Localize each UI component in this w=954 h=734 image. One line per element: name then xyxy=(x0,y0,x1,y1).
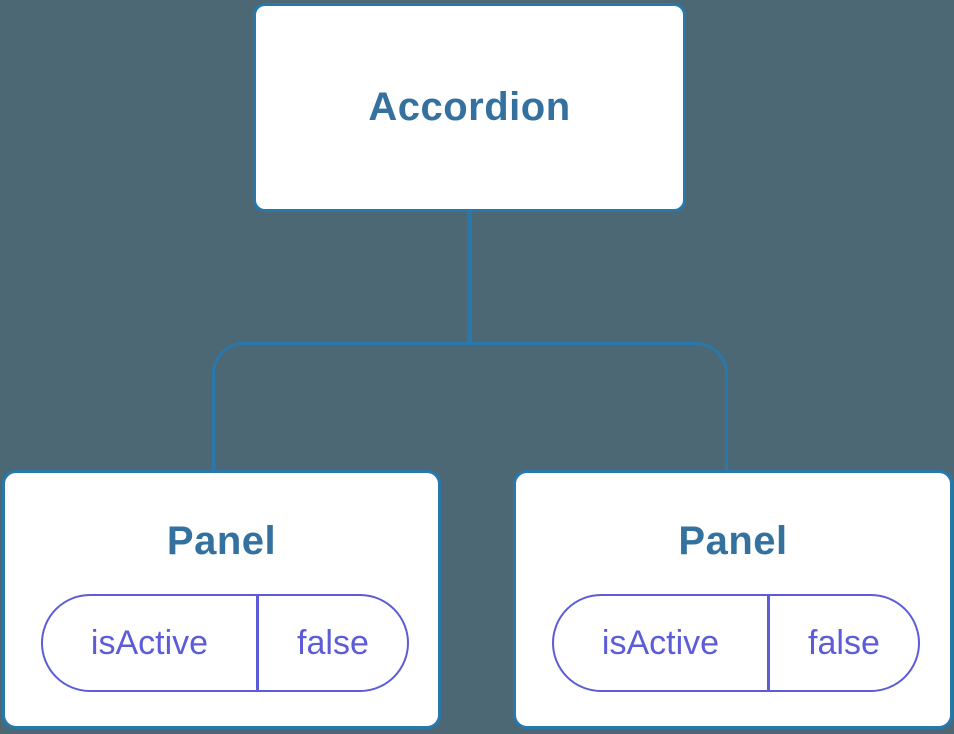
panel-node-title: Panel xyxy=(166,519,277,563)
panel-node-right: Panel isActive false xyxy=(513,470,953,729)
connector-bracket xyxy=(212,342,728,472)
accordion-node-title: Accordion xyxy=(368,85,571,129)
state-key: isActive xyxy=(43,596,259,690)
panel-node-left: Panel isActive false xyxy=(2,470,441,729)
state-value: false xyxy=(808,623,880,662)
state-value: false xyxy=(297,623,369,662)
connector-stem xyxy=(467,210,472,345)
panel-node-title: Panel xyxy=(678,519,788,563)
accordion-node: Accordion xyxy=(253,3,686,212)
state-key: isActive xyxy=(554,596,770,690)
state-pill: isActive false xyxy=(41,594,409,692)
state-pill: isActive false xyxy=(552,594,920,692)
